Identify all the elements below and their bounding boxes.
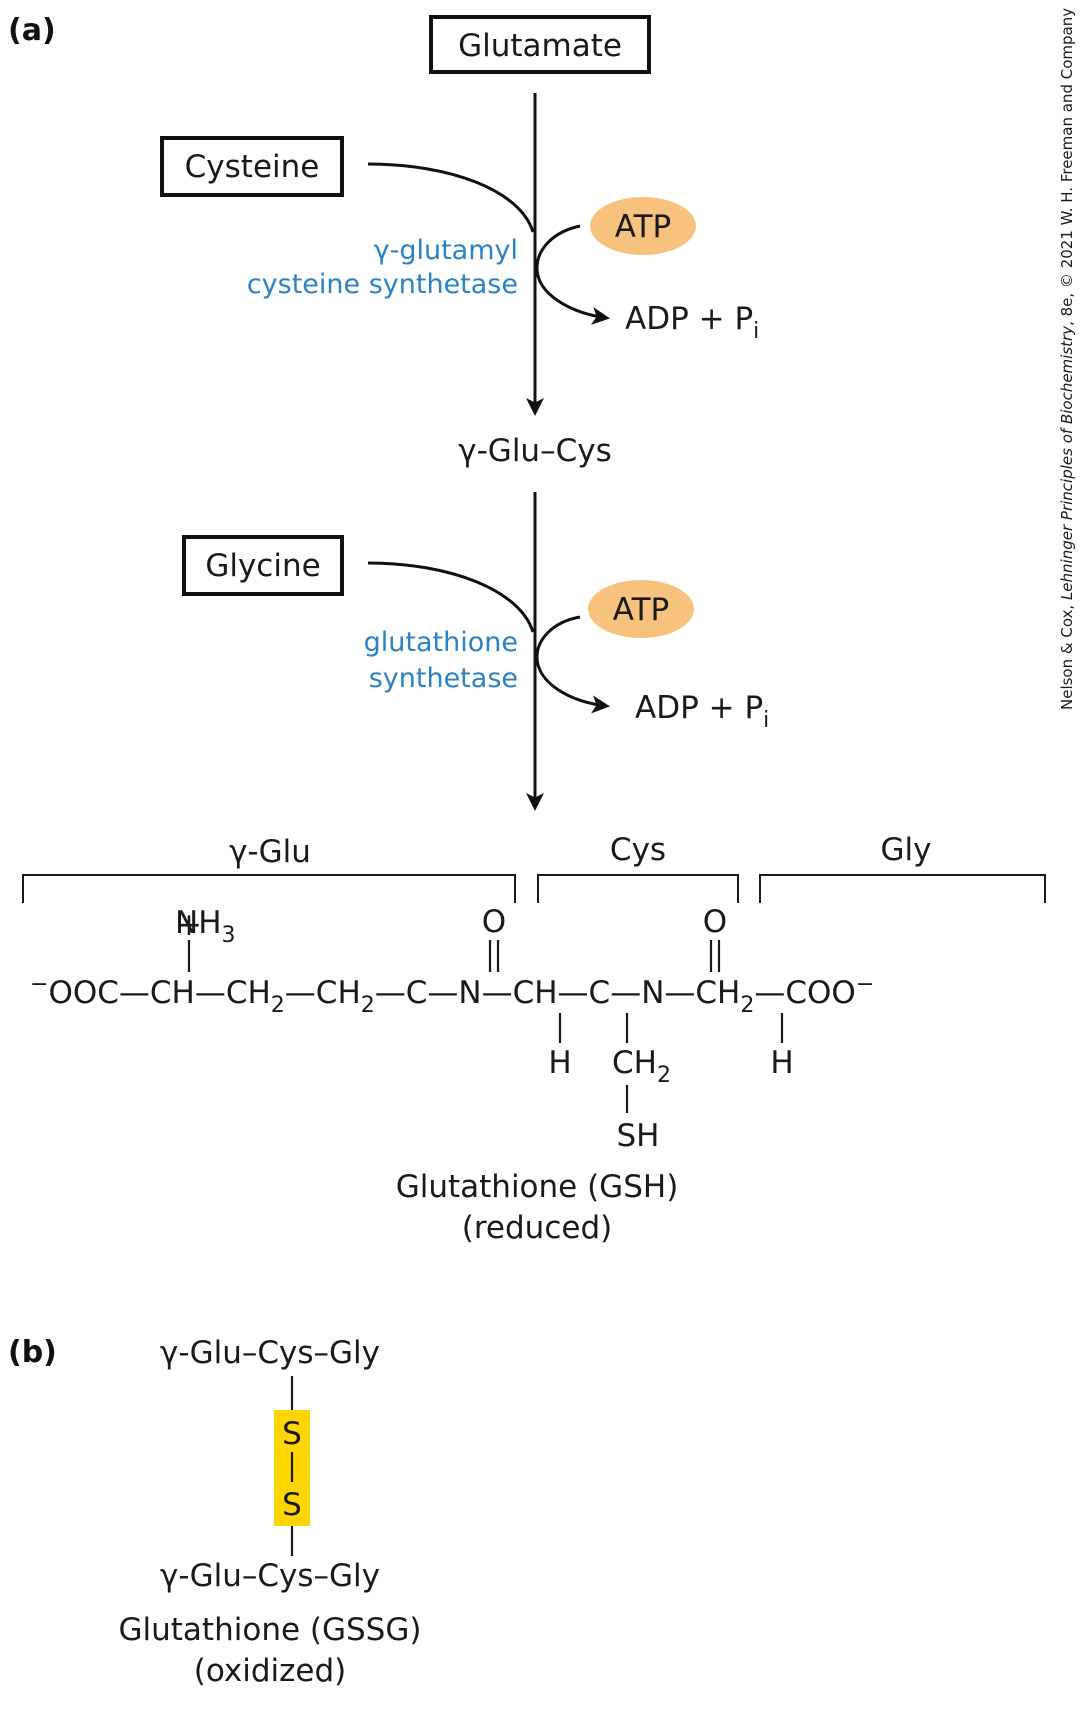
credit-line: Nelson & Cox, Lehninger Principles of Bi… xyxy=(1058,8,1076,710)
cysteine-label: Cysteine xyxy=(185,149,320,185)
products-step2: ADP + Pi xyxy=(635,690,769,733)
atp-curve-1 xyxy=(535,224,610,325)
amide-h-1: H xyxy=(548,1045,571,1081)
gsh-name: Glutathione (GSH) xyxy=(396,1169,679,1205)
amide-h-2: H xyxy=(770,1045,793,1081)
enzyme2-line1: glutathione xyxy=(364,627,518,658)
atp-label-1: ATP xyxy=(615,209,671,245)
sulfur-top: S xyxy=(282,1416,302,1452)
gssg-chain-bottom: γ-Glu–Cys–Gly xyxy=(160,1558,380,1594)
gsh-main-chain: −OOC—CH—CH2—CH2—C—N—CH—C—N—CH2—COO− xyxy=(30,972,874,1018)
intermediate-label: γ-Glu–Cys xyxy=(458,433,611,469)
enzyme1-line1: γ-glutamyl xyxy=(374,235,518,266)
cysteine-input-curve xyxy=(367,162,535,233)
cysteine-box xyxy=(160,136,344,197)
glutamate-label: Glutamate xyxy=(458,28,622,64)
residue-label-gly: Gly xyxy=(881,832,932,868)
glutamate-box xyxy=(429,15,651,74)
glycine-input-curve xyxy=(367,561,535,633)
panel-b-label: (b) xyxy=(8,1335,57,1370)
glycine-box xyxy=(182,535,344,596)
atp-ellipse-1 xyxy=(590,197,696,255)
residue-label-cys: Cys xyxy=(610,832,666,868)
gsh-state: (reduced) xyxy=(462,1210,612,1246)
atp-ellipse-2 xyxy=(588,580,694,638)
bracket-cys xyxy=(537,874,739,903)
gsh-structure: + NH3 O O −OOC—CH—CH2—CH2—C—N—CH—C—N—CH2… xyxy=(30,904,874,1154)
carbonyl-o-2: O xyxy=(703,904,727,940)
bracket-gly xyxy=(759,874,1046,903)
residue-label-glu: γ-Glu xyxy=(229,834,311,870)
enzyme2-line2: synthetase xyxy=(369,663,518,694)
products-step1: ADP + Pi xyxy=(625,301,759,344)
cys-ch2: CH2 xyxy=(612,1045,671,1088)
panel-a-label: (a) xyxy=(8,13,56,48)
cys-sh: SH xyxy=(617,1118,660,1154)
glycine-label: Glycine xyxy=(205,548,320,584)
enzyme1-line2: cysteine synthetase xyxy=(247,269,518,300)
atp-curve-2 xyxy=(535,615,610,714)
gssg-chain-top: γ-Glu–Cys–Gly xyxy=(160,1335,380,1371)
nh3-charge: + xyxy=(176,907,202,943)
sulfur-bottom: S xyxy=(282,1487,302,1523)
atp-label-2: ATP xyxy=(613,592,669,628)
gssg-name: Glutathione (GSSG) xyxy=(119,1612,422,1648)
bracket-glu xyxy=(22,874,516,903)
gssg-state: (oxidized) xyxy=(194,1653,346,1689)
carbonyl-o-1: O xyxy=(482,904,506,940)
